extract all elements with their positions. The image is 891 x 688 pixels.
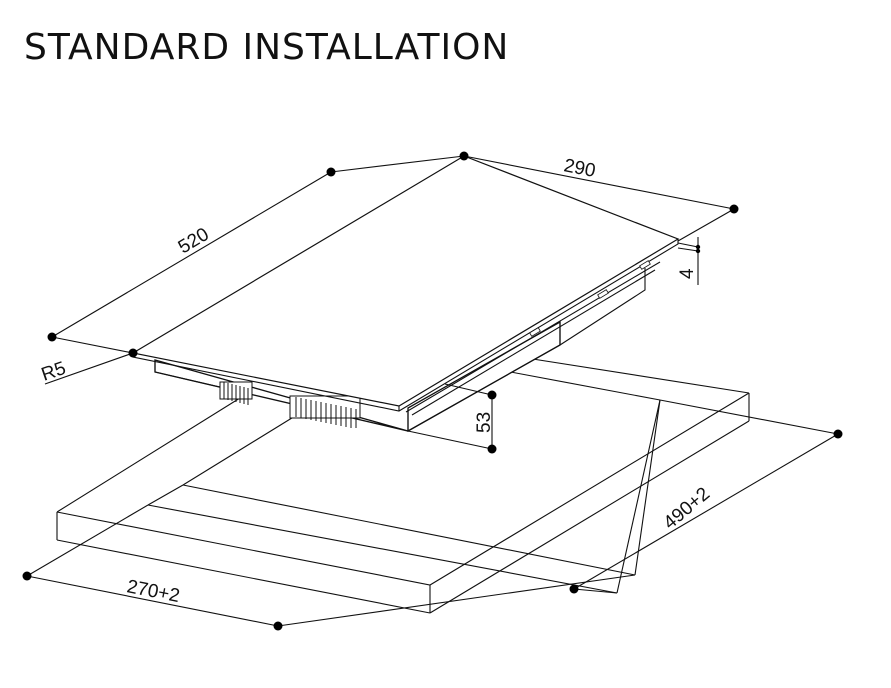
hob: [131, 155, 680, 432]
dimension-label-270: 270+2: [125, 576, 181, 607]
countertop: [56, 356, 750, 614]
dimension-label-520: 520: [175, 224, 213, 258]
vent-grille-left: [219, 381, 253, 405]
page-title: STANDARD INSTALLATION: [24, 27, 510, 68]
countertop-cutout: [147, 369, 661, 594]
dimension-label-r5: R5: [39, 358, 69, 386]
dimension-label-53: 53: [474, 412, 495, 433]
dimension-hob-depth: 53: [407, 383, 497, 454]
dimension-label-4: 4: [677, 268, 698, 279]
dimension-cutout-length: 490+2: [569, 399, 843, 594]
dimension-glass-thickness: 4: [677, 237, 701, 285]
dimension-label-290: 290: [562, 155, 597, 182]
dimension-label-490: 490+2: [660, 483, 714, 533]
dimension-hob-width: 290: [459, 151, 739, 242]
dimension-corner-radius: R5: [39, 348, 138, 386]
dimension-cutout-width: 270+2: [22, 504, 636, 631]
